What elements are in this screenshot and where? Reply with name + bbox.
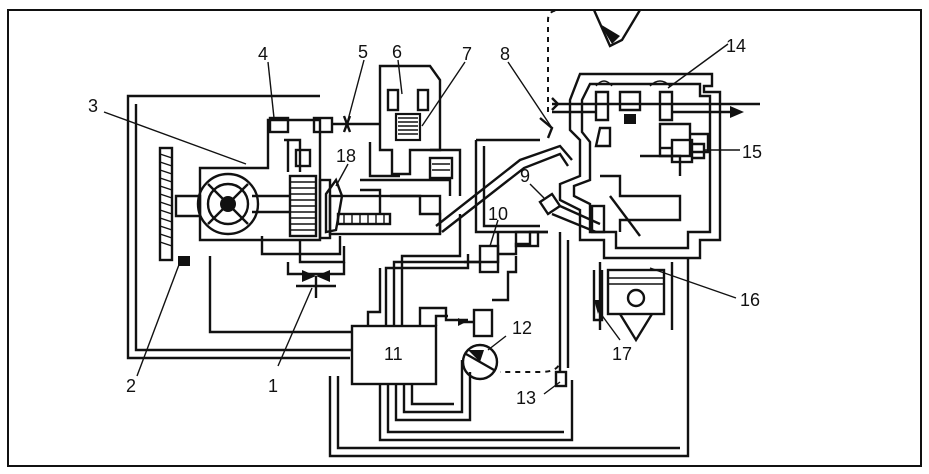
leader-lines	[103, 43, 740, 395]
callout-labels: 1 2 3 4 5 6 7 8 9 10 11 12 13 14 15 16 1…	[88, 36, 762, 408]
callout-2: 2	[126, 376, 136, 396]
component-9	[538, 192, 606, 234]
callout-4: 4	[258, 44, 268, 64]
callout-12: 12	[512, 318, 532, 338]
actuator-assembly	[360, 64, 462, 234]
callout-17: 17	[612, 344, 632, 364]
sensor-17	[592, 270, 604, 322]
callout-1: 1	[268, 376, 278, 396]
callout-10: 10	[488, 204, 508, 224]
top-fragment	[592, 9, 642, 48]
piston	[598, 262, 674, 343]
valve-1	[286, 262, 346, 298]
drive-shaft-18	[324, 177, 344, 234]
callout-16: 16	[740, 290, 760, 310]
callout-11: 11	[384, 344, 403, 364]
callout-6: 6	[392, 42, 402, 62]
wiring-harness	[126, 94, 690, 458]
page-frame	[7, 9, 922, 467]
callout-8: 8	[500, 44, 510, 64]
injection-pump	[158, 115, 442, 266]
callout-15: 15	[742, 142, 762, 162]
callout-7: 7	[462, 44, 472, 64]
callout-13: 13	[516, 388, 536, 408]
callout-14: 14	[726, 36, 746, 56]
vacuum-line	[500, 9, 586, 373]
callout-18: 18	[336, 146, 356, 166]
engine-block	[551, 72, 760, 260]
sensor-13	[554, 370, 568, 388]
callout-9: 9	[520, 166, 530, 186]
component-10	[458, 230, 548, 338]
callout-3: 3	[88, 96, 98, 116]
callout-5: 5	[358, 42, 368, 62]
ecu-11	[350, 324, 438, 386]
sensor-12	[461, 343, 499, 381]
component-15	[660, 138, 706, 164]
